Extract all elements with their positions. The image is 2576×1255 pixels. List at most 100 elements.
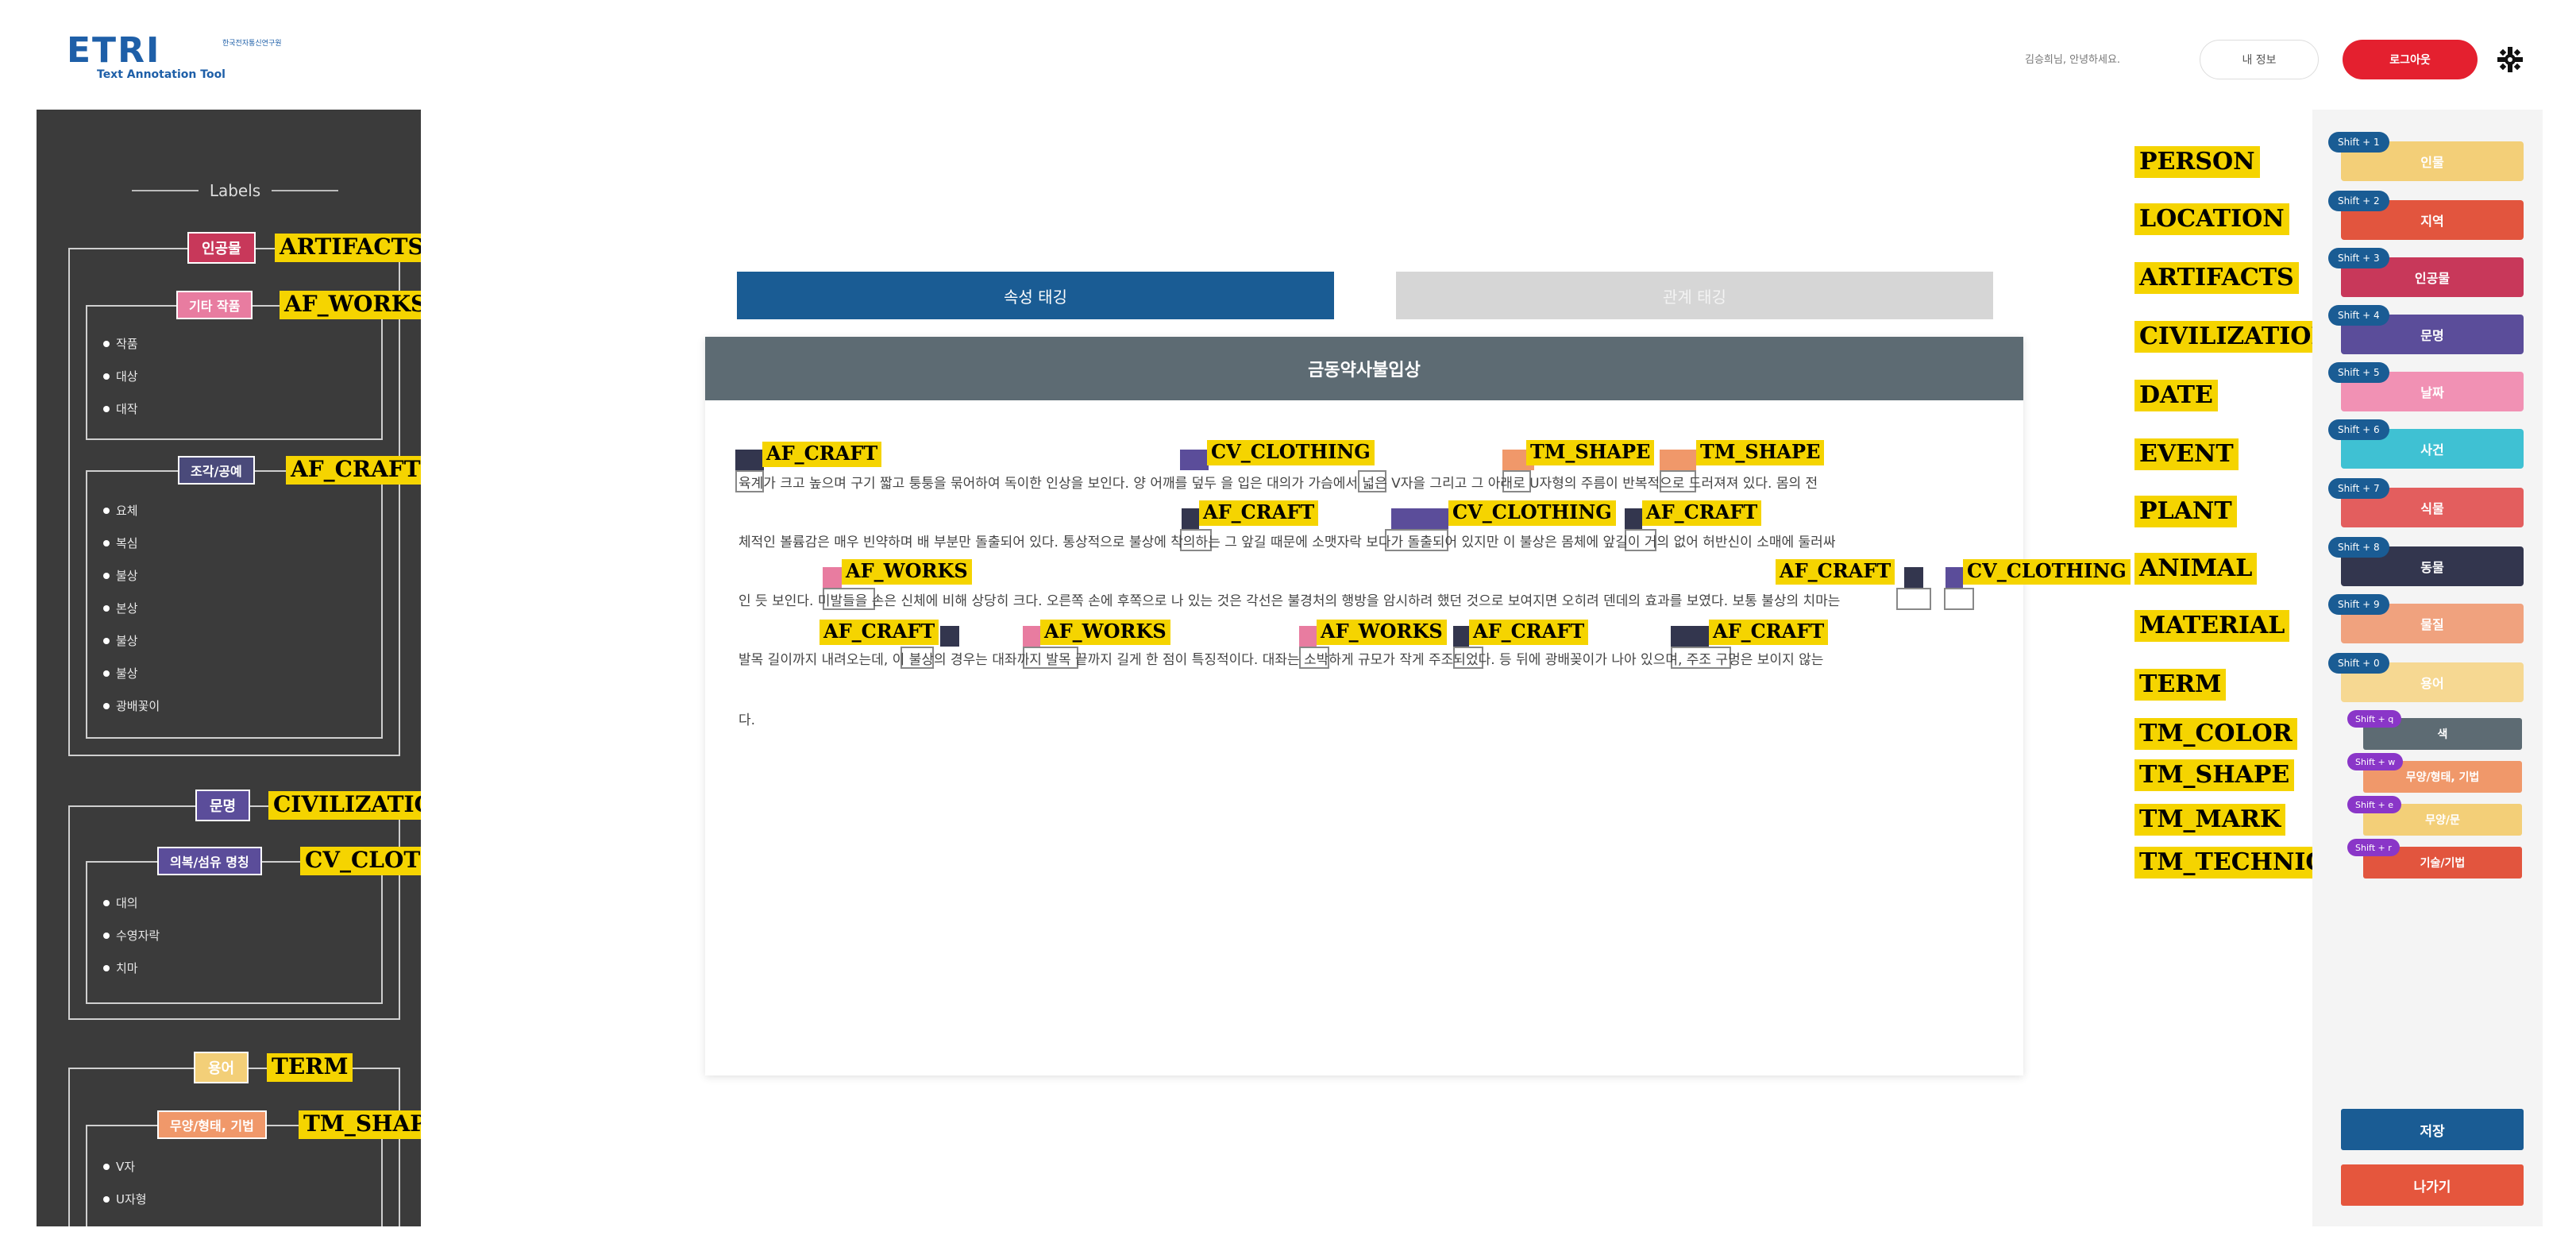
shortcut-key-badge: Shift + 4: [2328, 305, 2389, 326]
entity-highlight[interactable]: [1945, 567, 1963, 588]
annotation-tag: CV_CLOTHING: [1448, 500, 1616, 526]
right-label: DATE: [2134, 380, 2218, 411]
entity-outline[interactable]: [1625, 529, 1656, 551]
entity-highlight[interactable]: [735, 450, 764, 470]
right-label: ARTIFACTS: [2134, 262, 2299, 294]
tag-tm-shape: TM_SHAPE: [299, 1110, 421, 1139]
list-item[interactable]: 요체: [103, 494, 160, 527]
list-item[interactable]: 대상: [103, 360, 138, 392]
entity-outline[interactable]: [1358, 470, 1386, 492]
shortcut-key-badge: Shift + w: [2347, 753, 2404, 770]
save-button[interactable]: 저장: [2341, 1109, 2524, 1150]
list-item[interactable]: 대의: [103, 886, 160, 919]
group-title-term[interactable]: 용어: [194, 1052, 249, 1083]
entity-highlight[interactable]: [1182, 508, 1199, 529]
entity-outline[interactable]: [1023, 647, 1078, 669]
logout-button[interactable]: 로그아웃: [2343, 40, 2478, 79]
tab-attribute-tagging[interactable]: 속성 태깅: [737, 272, 1334, 319]
af-craft-items: 요체 복심 불상 본상 불상 불상 광배꽃이: [103, 494, 160, 722]
subgroup-title-tm-shape[interactable]: 무양/형태, 기법: [157, 1110, 267, 1139]
entity-outline[interactable]: [1299, 647, 1329, 669]
entity-highlight[interactable]: [1625, 508, 1642, 529]
entity-outline[interactable]: [1896, 588, 1931, 610]
document-line: 발목 길이까지 내려오는데, 이 불상의 경우는 대좌까지 발목 끝까지 길게 …: [738, 652, 1824, 668]
right-label: PERSON: [2134, 146, 2260, 178]
right-label: TM_SHAPE: [2134, 759, 2295, 791]
document-card: 금동약사불입상 육계가 크고 높: [705, 337, 2131, 1075]
annotation-tag: AF_CRAFT: [1709, 620, 1829, 645]
entity-outline[interactable]: [1453, 647, 1483, 669]
right-label: TM_COLOR: [2134, 718, 2297, 750]
list-item[interactable]: 광배꽃이: [103, 689, 160, 722]
bullet-icon: [103, 340, 110, 347]
list-item[interactable]: 복심: [103, 527, 160, 559]
list-item[interactable]: U자형: [103, 1183, 147, 1215]
annotation-tag: TM_SHAPE: [1696, 440, 1825, 465]
entity-outline[interactable]: [1944, 588, 1974, 610]
annotation-tag: AF_CRAFT: [1776, 559, 1895, 585]
document-line: 다.: [738, 712, 756, 728]
entity-highlight[interactable]: [1660, 450, 1696, 470]
list-item[interactable]: 본상: [103, 592, 160, 624]
bullet-icon: [103, 405, 110, 412]
entity-highlight[interactable]: [1391, 508, 1448, 529]
annotation-tag: AF_CRAFT: [1642, 500, 1762, 526]
list-item[interactable]: 치마: [103, 952, 160, 984]
list-item[interactable]: 불상: [103, 657, 160, 689]
entity-outline[interactable]: [823, 588, 875, 610]
list-item[interactable]: 수영자락: [103, 919, 160, 952]
bullet-icon: [103, 539, 110, 546]
subgroup-title-cv-clothing[interactable]: 의복/섬유 명칭: [157, 847, 262, 875]
group-title-artifacts[interactable]: 인공물: [187, 232, 256, 264]
af-works-items: 작품 대상 대작: [103, 327, 138, 425]
subgroup-title-af-craft[interactable]: 조각/공예: [178, 456, 255, 485]
bullet-icon: [103, 604, 110, 612]
entity-highlight[interactable]: [823, 567, 842, 588]
gear-icon[interactable]: [2490, 40, 2530, 79]
list-item[interactable]: 불상: [103, 624, 160, 657]
exit-button[interactable]: 나가기: [2341, 1164, 2524, 1206]
entity-highlight[interactable]: [1904, 567, 1923, 588]
annotation-tag: AF_CRAFT: [1199, 500, 1319, 526]
my-info-button[interactable]: 내 정보: [2200, 40, 2319, 79]
subgroup-title-af-works[interactable]: 기타 작품: [176, 291, 253, 319]
shortcut-button-location[interactable]: 지역: [2341, 200, 2524, 240]
document-line: 육계가 크고 높으며 구기 짧고 퉁퉁을 묶어하여 독이한 인상을 보인다. 양…: [738, 476, 1818, 492]
entity-outline[interactable]: [1660, 470, 1696, 492]
right-label: CIVILIZATION: [2134, 321, 2338, 353]
group-title-civilization[interactable]: 문명: [195, 790, 251, 821]
etri-logo[interactable]: ETRI 한국전자통신연구원 Text Annotation Tool: [67, 33, 282, 82]
entity-outline[interactable]: [1671, 647, 1731, 669]
tag-civilization: CIVILIZATION: [268, 791, 421, 820]
entity-outline[interactable]: [900, 647, 934, 669]
tag-term: TERM: [267, 1053, 353, 1082]
bullet-icon: [103, 670, 110, 677]
entity-highlight[interactable]: [1453, 626, 1469, 647]
bullet-icon: [103, 507, 110, 514]
entity-highlight[interactable]: [1299, 626, 1317, 647]
entity-highlight[interactable]: [1023, 626, 1040, 647]
labels-title: Labels: [132, 181, 338, 200]
annotation-tag: CV_CLOTHING: [1207, 440, 1375, 465]
logo-side-text: 한국전자통신연구원: [222, 40, 282, 48]
annotation-tag: CV_CLOTHING: [1963, 559, 2131, 585]
entity-highlight[interactable]: [1671, 626, 1709, 647]
list-item[interactable]: V자: [103, 1150, 147, 1183]
entity-outline[interactable]: [1180, 529, 1212, 551]
entity-highlight[interactable]: [1180, 450, 1209, 470]
shortcut-key-badge: Shift + e: [2347, 796, 2401, 813]
list-item[interactable]: 불상: [103, 559, 160, 592]
entity-outline[interactable]: [1502, 470, 1531, 492]
entity-outline[interactable]: [1385, 529, 1448, 551]
entity-highlight[interactable]: [940, 626, 959, 647]
shortcut-key-badge: Shift + 1: [2328, 132, 2389, 153]
annotation-tag: AF_CRAFT: [762, 442, 882, 467]
entity-outline[interactable]: [735, 470, 764, 492]
list-item[interactable]: 작품: [103, 327, 138, 360]
list-item[interactable]: 대작: [103, 392, 138, 425]
tm-shape-items: V자 U자형: [103, 1150, 147, 1215]
annotation-tag: AF_CRAFT: [1469, 620, 1589, 645]
tab-relation-tagging[interactable]: 관계 태깅: [1396, 272, 1993, 319]
document-line: 인 듯 보인다. 미발들을 손은 신체에 비해 상당히 크다. 오른쪽 손에 후…: [738, 593, 1841, 609]
